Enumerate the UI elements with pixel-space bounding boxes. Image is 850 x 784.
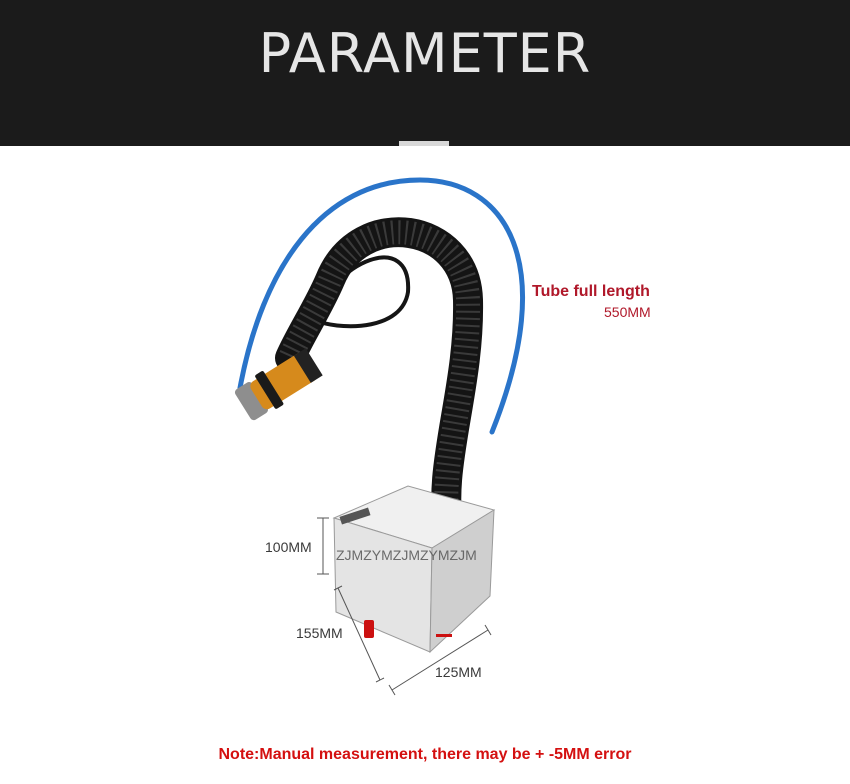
width-dimension: 125MM bbox=[435, 664, 482, 680]
dimension-lines bbox=[317, 517, 492, 696]
banner-tab-marker bbox=[399, 141, 449, 146]
gooseneck-ribs bbox=[278, 220, 481, 538]
measurement-note: Note:Manual measurement, there may be + … bbox=[218, 746, 632, 763]
product-illustration: ZJMZYMZJMZYMZJM bbox=[234, 177, 526, 696]
box-marking: ZJMZYMZJMZYMZJM bbox=[336, 547, 477, 563]
gooseneck-tube bbox=[275, 217, 484, 550]
power-switch bbox=[364, 620, 374, 638]
blower-box bbox=[332, 485, 496, 654]
tube-length-value: 550MM bbox=[604, 304, 651, 320]
page-title: PARAMETER bbox=[258, 22, 592, 85]
tube-length-arc bbox=[237, 177, 526, 435]
ion-nozzle bbox=[234, 348, 323, 421]
height-dimension: 100MM bbox=[265, 539, 312, 555]
header-banner: PARAMETER bbox=[0, 0, 850, 146]
depth-dimension: 155MM bbox=[296, 625, 343, 641]
tube-length-label: Tube full length bbox=[532, 283, 650, 300]
